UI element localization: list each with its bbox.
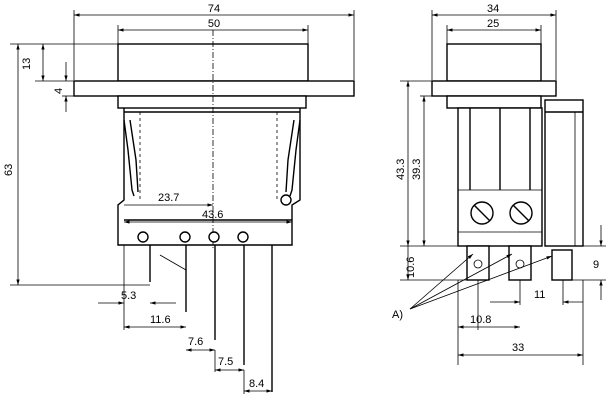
dim-7-6: 7.6 <box>188 336 203 348</box>
terminal-hole <box>179 231 191 243</box>
dim-4: 4 <box>53 88 65 94</box>
dim-8-4: 8.4 <box>249 378 264 390</box>
dim-11-6: 11.6 <box>150 314 171 326</box>
left-clip <box>123 119 135 197</box>
dim-50: 50 <box>208 18 220 30</box>
dim-43-3: 43.3 <box>395 159 407 180</box>
right-clip <box>289 119 301 197</box>
side-cap <box>446 43 542 82</box>
front-view: 74 50 13 4 63 23.7 43.6 5.3 11.6 <box>3 3 355 394</box>
terminal-hole <box>137 231 149 243</box>
dim-39-3: 39.3 <box>411 159 423 180</box>
dim-10-6: 10.6 <box>405 257 417 278</box>
dim-7-5: 7.5 <box>218 356 233 368</box>
terminal-tab <box>551 249 573 281</box>
terminal-hole <box>237 231 249 243</box>
dim-5-3: 5.3 <box>121 290 136 302</box>
dim-34: 34 <box>487 3 499 15</box>
dim-23-7: 23.7 <box>158 192 179 204</box>
dim-9: 9 <box>593 259 599 271</box>
side-housing <box>544 99 584 247</box>
front-body <box>117 108 301 246</box>
dim-10-8: 10.8 <box>470 314 491 326</box>
terminal-tab <box>508 245 532 281</box>
dim-63: 63 <box>3 164 15 176</box>
side-flange <box>431 80 557 97</box>
terminal-hole <box>208 231 220 243</box>
front-neck <box>117 95 307 109</box>
dim-43-6: 43.6 <box>202 209 223 221</box>
callout-a: A) <box>392 309 403 321</box>
side-view: 34 25 43.3 39.3 10.6 9 11 10.8 <box>392 3 606 365</box>
terminal-tab <box>466 245 490 281</box>
dim-13: 13 <box>21 58 33 70</box>
dim-33: 33 <box>512 342 524 354</box>
front-flange <box>73 80 355 97</box>
dim-25: 25 <box>487 18 499 30</box>
dim-11: 11 <box>534 289 545 301</box>
dim-74: 74 <box>208 3 220 15</box>
